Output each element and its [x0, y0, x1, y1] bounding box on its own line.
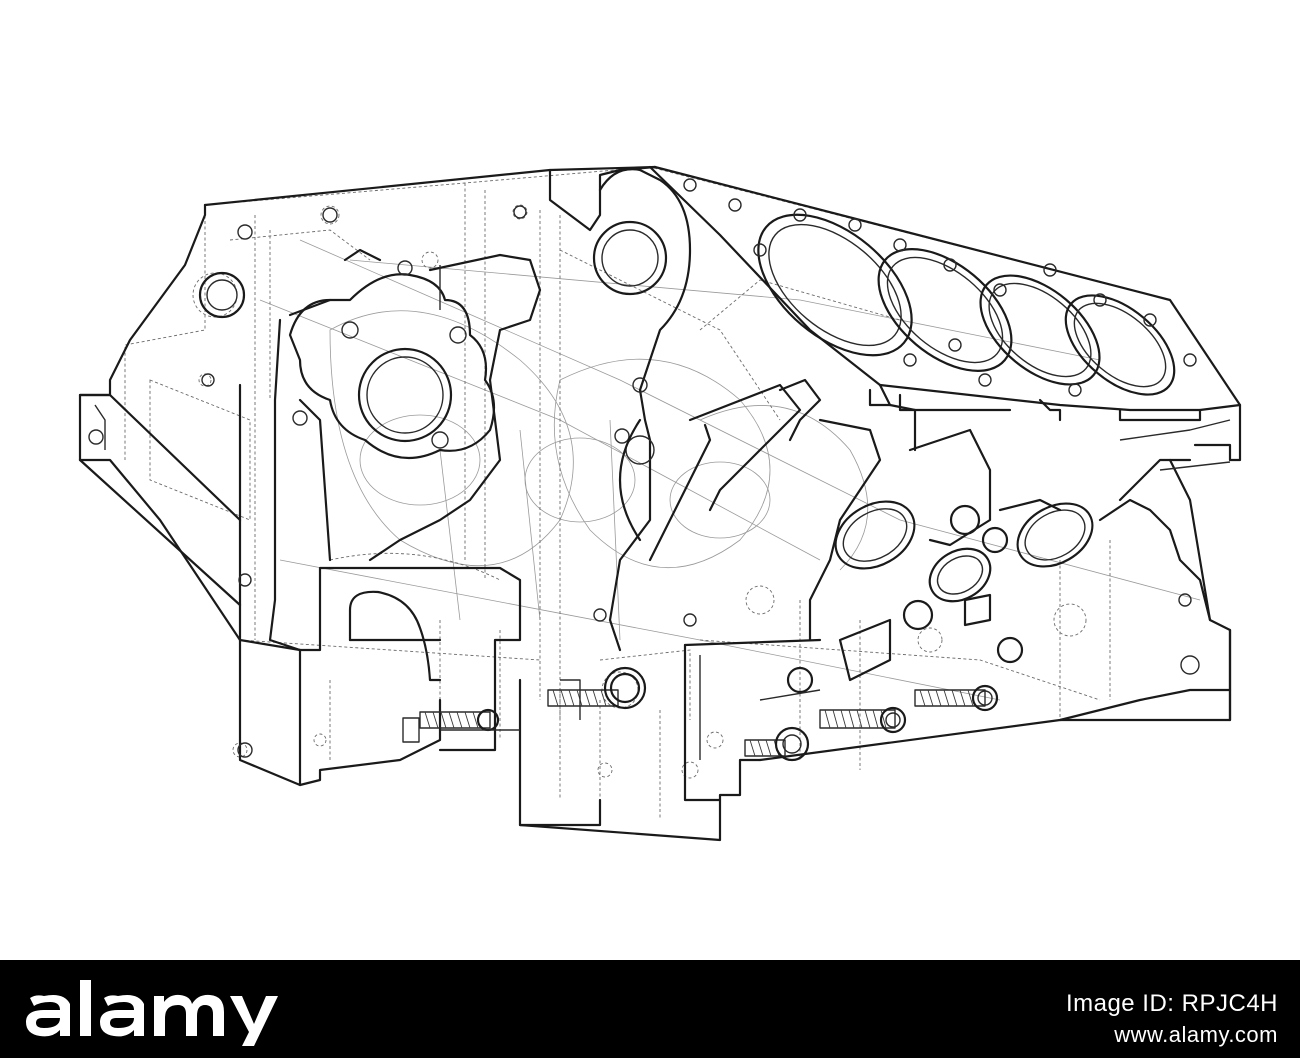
engine-block-drawing [78, 165, 1242, 842]
bolt-3 [819, 706, 907, 734]
watermark-bar: Image ID: RPJC4H www.alamy.com [0, 960, 1300, 1058]
block-outline [78, 165, 1242, 842]
right-bank-features [688, 383, 1212, 694]
front-face-features [88, 205, 542, 758]
hidden-edges [124, 166, 1171, 820]
site-url-text: www.alamy.com [1114, 1022, 1278, 1047]
bolt-2 [547, 666, 647, 710]
construction-lines [259, 239, 1201, 701]
bolt-1 [402, 708, 500, 743]
center-tower [548, 165, 822, 652]
engine-block-svg [78, 165, 1242, 842]
image-id-text: Image ID: RPJC4H [1065, 990, 1278, 1017]
bolt-5 [744, 726, 810, 762]
deck-bolt-holes [683, 178, 1197, 397]
cylinder-bores [757, 213, 1176, 396]
alamy-logo [26, 980, 278, 1046]
bolt-4 [914, 684, 999, 712]
edge-details [94, 404, 1231, 760]
